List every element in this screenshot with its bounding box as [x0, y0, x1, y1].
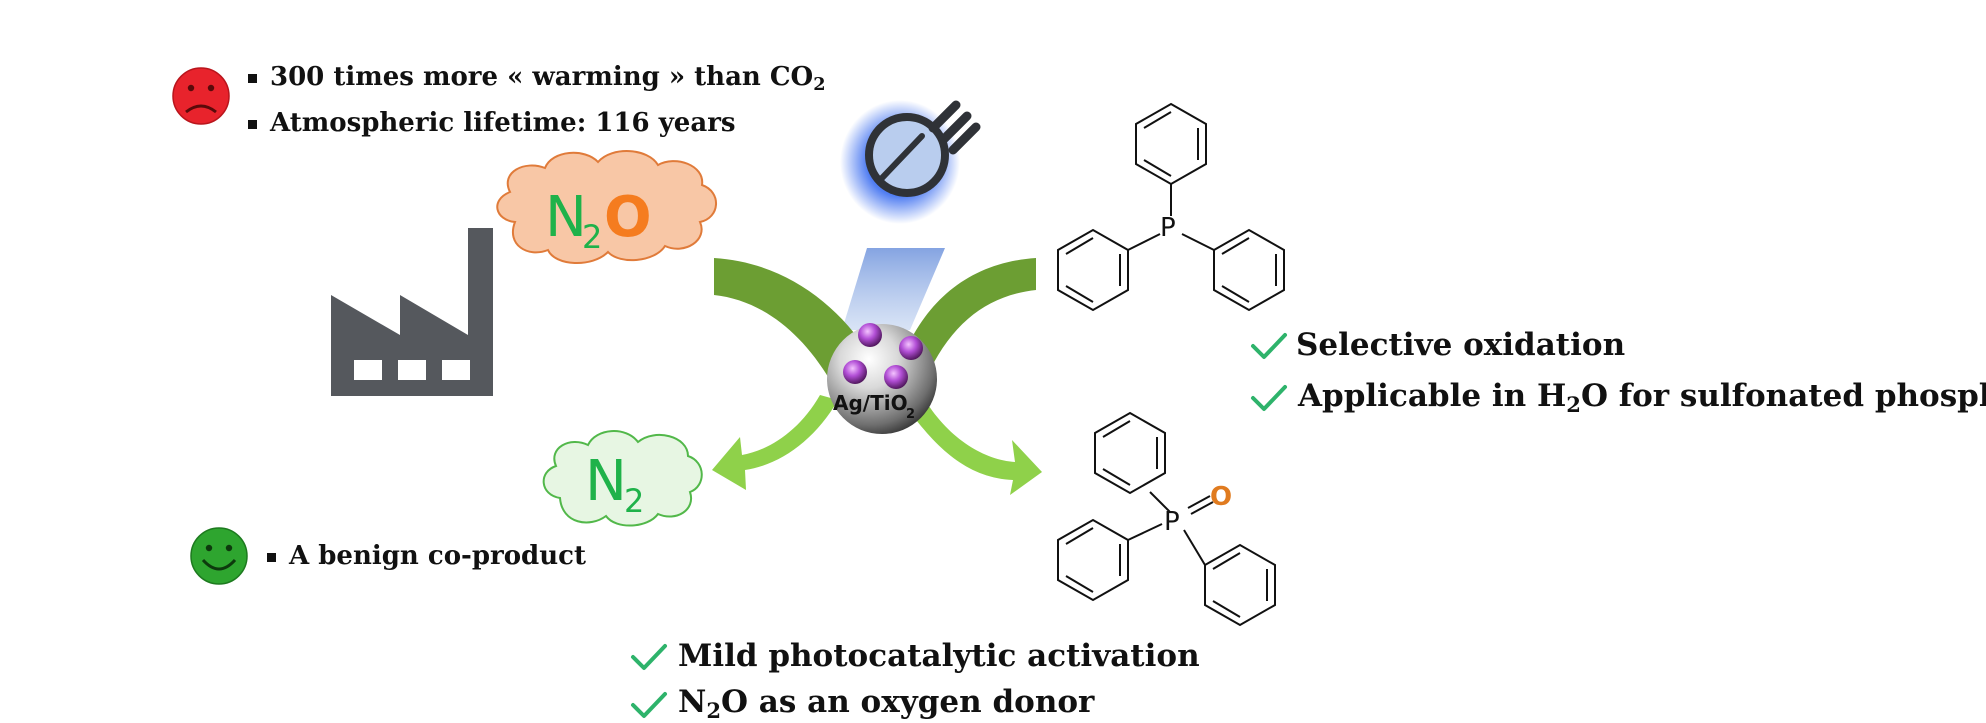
catalyst-label: Ag/TiO	[833, 391, 908, 415]
bullet	[267, 553, 276, 562]
n2o-cloud: N 2 O	[496, 150, 717, 265]
sad-face-icon	[172, 67, 230, 125]
n2-cloud: N 2	[542, 430, 703, 527]
good-point: A benign co-product	[289, 541, 586, 571]
phosphine-p: P	[1160, 213, 1176, 243]
bullet	[248, 74, 257, 83]
phosphine-oxide-structure	[1057, 411, 1276, 627]
factory-icon	[331, 228, 493, 396]
catalyst-particle: Ag/TiO 2	[827, 323, 937, 434]
n2-sub: 2	[624, 482, 644, 520]
n2o-sub: 2	[582, 218, 602, 256]
n2-n: N	[585, 449, 627, 514]
bottom-check-2: N2O as an oxygen donor	[678, 684, 1095, 723]
n2o-n: N	[545, 185, 587, 250]
bad-point-2: Atmospheric lifetime: 116 years	[270, 108, 736, 138]
light-beam	[842, 248, 945, 330]
triphenylphosphine-structure	[1057, 102, 1285, 312]
check-icon	[631, 644, 667, 670]
bullet	[248, 120, 257, 129]
catalyst-label-sub: 2	[906, 407, 915, 422]
oxide-o: O	[1210, 482, 1232, 512]
check-icon	[1251, 385, 1287, 411]
right-check-2: Applicable in H2O for sulfonated phosphi…	[1298, 378, 1986, 417]
right-check-1: Selective oxidation	[1296, 327, 1626, 363]
bad-point-1: 300 times more « warming » than CO2	[270, 62, 826, 95]
check-icon	[1251, 333, 1287, 359]
check-icon	[631, 692, 667, 718]
reaction-arrows	[712, 258, 1042, 495]
n2o-o: O	[604, 185, 652, 250]
light-bulb-icon	[840, 100, 981, 224]
bottom-check-1: Mild photocatalytic activation	[678, 638, 1200, 674]
happy-face-icon	[190, 527, 248, 585]
oxide-p: P	[1164, 507, 1180, 537]
